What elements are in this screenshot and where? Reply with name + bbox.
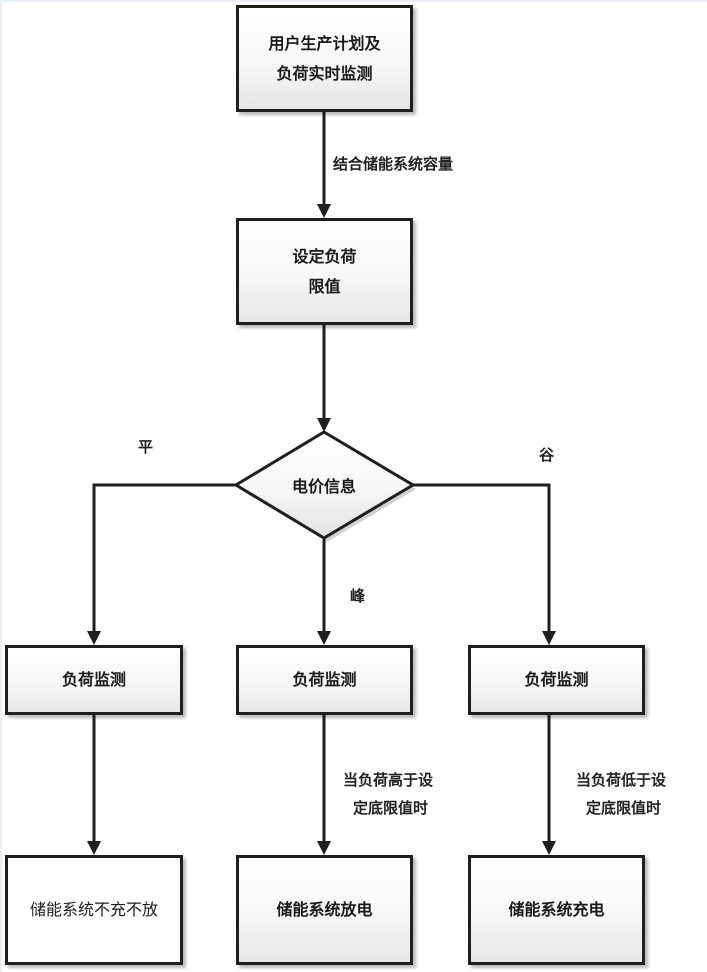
node-result-peak-label: 储能系统放电 xyxy=(276,900,373,919)
node-monitor-valley: 负荷监测 xyxy=(468,645,645,715)
peak-condition-line2: 定底限值时 xyxy=(353,799,429,817)
arrowhead xyxy=(317,204,331,218)
valley-condition-line1: 当负荷低于设 xyxy=(576,771,667,789)
node-monitor-peak: 负荷监测 xyxy=(236,645,413,715)
edge-label-flat: 平 xyxy=(138,438,154,456)
node-set-limit-line2: 限值 xyxy=(308,276,341,296)
node-monitor-peak-label: 负荷监测 xyxy=(292,670,357,689)
node-result-flat-label: 储能系统不充不放 xyxy=(29,900,158,919)
arrowhead xyxy=(542,841,556,855)
arrowhead xyxy=(317,631,331,645)
edge-label-peak-condition: 当负荷高于设 定底限值时 xyxy=(343,766,433,822)
edge-label-valley-condition: 当负荷低于设 定底限值时 xyxy=(576,766,666,822)
edge-label-valley: 谷 xyxy=(539,446,555,464)
node-monitor-valley-label: 负荷监测 xyxy=(524,670,589,689)
node-monitor-flat: 负荷监测 xyxy=(5,645,183,715)
node-start-line2: 负荷实时监测 xyxy=(276,63,373,83)
node-result-valley-label: 储能系统充电 xyxy=(508,900,605,919)
node-result-valley: 储能系统充电 xyxy=(468,855,645,965)
node-monitor-flat-label: 负荷监测 xyxy=(61,670,126,689)
node-start-line1: 用户生产计划及 xyxy=(268,33,381,53)
decision-label: 电价信息 xyxy=(291,477,356,496)
valley-condition-line2: 定底限值时 xyxy=(586,799,662,817)
arrowhead xyxy=(317,841,331,855)
edge-label-peak: 峰 xyxy=(350,587,366,605)
arrowhead xyxy=(317,418,331,432)
edge-label-combine-capacity: 结合储能系统容量 xyxy=(333,155,454,173)
node-result-peak: 储能系统放电 xyxy=(236,855,413,965)
arrowhead xyxy=(542,631,556,645)
arrowhead xyxy=(87,841,101,855)
node-start: 用户生产计划及 负荷实时监测 xyxy=(236,5,413,112)
node-result-flat: 储能系统不充不放 xyxy=(5,855,183,965)
edge-decision-to-flat xyxy=(92,483,236,633)
node-set-limit-line1: 设定负荷 xyxy=(292,246,357,266)
decision-diamond xyxy=(233,430,416,540)
arrowhead xyxy=(87,631,101,645)
edge-decision-to-valley xyxy=(413,483,551,633)
node-set-limit: 设定负荷 限值 xyxy=(236,218,413,325)
peak-condition-line1: 当负荷高于设 xyxy=(343,771,434,789)
